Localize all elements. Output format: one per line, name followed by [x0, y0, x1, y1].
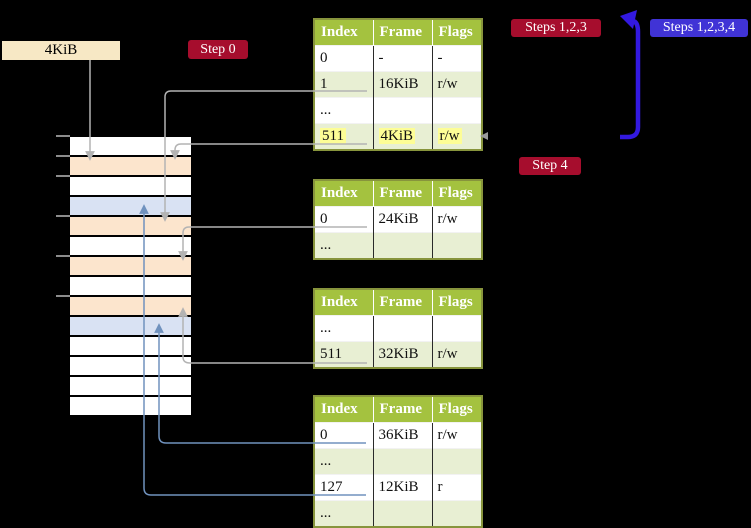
table-cell: 4KiB: [373, 123, 433, 150]
memory-tick: [56, 135, 70, 137]
flags-header: Flags: [432, 19, 482, 46]
table-cell: r/w: [432, 341, 482, 368]
table-cell: r/w: [432, 71, 482, 98]
table-cell: r/w: [432, 422, 482, 449]
table-cell: 12KiB: [373, 474, 433, 501]
frame-header: Frame: [373, 396, 433, 423]
highlighted-value: r/w: [437, 128, 462, 144]
table-row: ...: [314, 315, 482, 342]
table-cell: [432, 448, 482, 475]
table-cell: [432, 232, 482, 259]
table-cell: 1: [314, 71, 374, 98]
table-cell: 0: [314, 206, 374, 233]
table-cell: 511: [314, 123, 374, 150]
flags-header: Flags: [432, 180, 482, 207]
table-row: 0--: [314, 45, 482, 72]
table-cell: r: [432, 474, 482, 501]
memory-row-free: [70, 235, 191, 255]
table-cell: ...: [314, 232, 374, 259]
table-cell: 511: [314, 341, 374, 368]
physical-memory-column: [70, 135, 191, 417]
flags-header: Flags: [432, 289, 482, 316]
table-cell: 36KiB: [373, 422, 433, 449]
index-header: Index: [314, 289, 374, 316]
frame-header: Frame: [373, 289, 433, 316]
table-cell: 0: [314, 422, 374, 449]
table-row: ...: [314, 448, 482, 475]
table-cell: r/w: [432, 206, 482, 233]
highlighted-value: 4KiB: [378, 128, 416, 144]
table-cell: [373, 448, 433, 475]
memory-row-table: [70, 295, 191, 315]
steps123-badge: Steps 1,2,3: [511, 19, 601, 37]
table-cell: ...: [314, 448, 374, 475]
table-cell: [373, 97, 433, 124]
step4-badge: Step 4: [519, 157, 581, 175]
table-cell: ...: [314, 315, 374, 342]
table-cell: r/w: [432, 123, 482, 150]
memory-row-free: [70, 135, 191, 155]
memory-row-table: [70, 155, 191, 175]
memory-row-free: [70, 175, 191, 195]
memory-tick: [56, 155, 70, 157]
memory-tick: [56, 175, 70, 177]
memory-row-page: [70, 195, 191, 215]
table-cell: ...: [314, 500, 374, 527]
table-cell: 32KiB: [373, 341, 433, 368]
table-cell: [432, 97, 482, 124]
index-header: Index: [314, 396, 374, 423]
table-cell: [432, 500, 482, 527]
memory-row-free: [70, 375, 191, 395]
table-cell: 24KiB: [373, 206, 433, 233]
table-cell: [432, 315, 482, 342]
table-cell: -: [373, 45, 433, 72]
table-row: ...: [314, 97, 482, 124]
memory-row-table: [70, 215, 191, 235]
frame-header: Frame: [373, 180, 433, 207]
table-header-row: Index Frame Flags: [314, 180, 482, 207]
step0-badge: Step 0: [188, 40, 248, 59]
memory-tick: [56, 295, 70, 297]
highlighted-value: 511: [320, 128, 346, 144]
memory-row-free: [70, 275, 191, 295]
table-cell: 127: [314, 474, 374, 501]
table-cell: 16KiB: [373, 71, 433, 98]
frame-address-label: 4KiB: [2, 41, 120, 60]
memory-row-page: [70, 315, 191, 335]
memory-row-free: [70, 395, 191, 415]
memory-tick: [56, 255, 70, 257]
table-row: ...: [314, 232, 482, 259]
table-cell: -: [432, 45, 482, 72]
memory-tick: [56, 215, 70, 217]
table-header-row: Index Frame Flags: [314, 19, 482, 46]
frame-header: Frame: [373, 19, 433, 46]
table-header-row: Index Frame Flags: [314, 396, 482, 423]
table-header-row: Index Frame Flags: [314, 289, 482, 316]
steps1234-badge: Steps 1,2,3,4: [650, 19, 748, 37]
memory-row-table: [70, 255, 191, 275]
table-row: 511 4KiB r/w: [314, 123, 482, 150]
table-cell: [373, 500, 433, 527]
table-cell: [373, 232, 433, 259]
index-header: Index: [314, 19, 374, 46]
table-cell: ...: [314, 97, 374, 124]
memory-row-free: [70, 335, 191, 355]
table-cell: 0: [314, 45, 374, 72]
index-header: Index: [314, 180, 374, 207]
translation-loop-arrowhead: [620, 10, 637, 29]
table-cell: [373, 315, 433, 342]
translation-loop-arrow: [620, 18, 641, 140]
flags-header: Flags: [432, 396, 482, 423]
table-row: ...: [314, 500, 482, 527]
memory-row-free: [70, 355, 191, 375]
